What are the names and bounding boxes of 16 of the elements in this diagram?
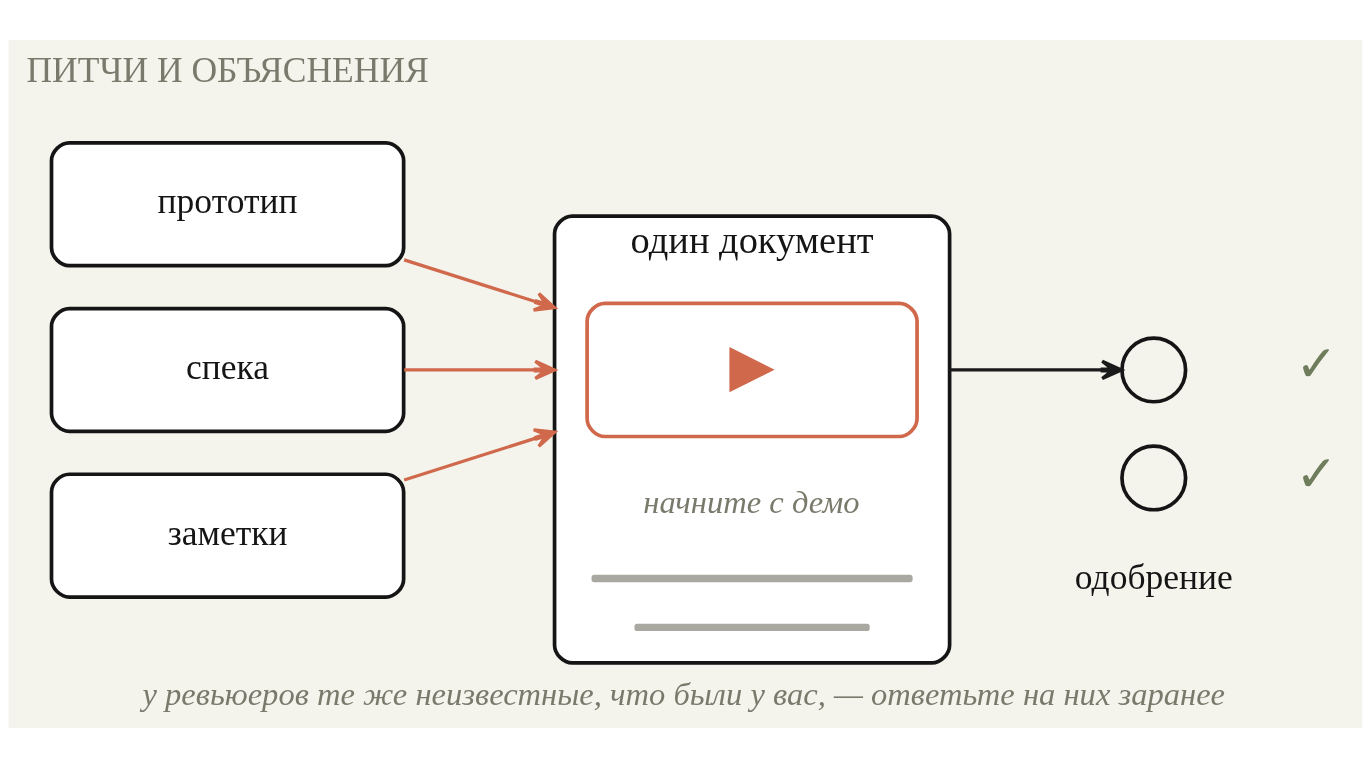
arrow <box>403 428 557 482</box>
node-box: ▶ <box>585 301 919 439</box>
arrow <box>949 359 1124 381</box>
node-label: начните с демо <box>643 483 860 520</box>
label: одобрение <box>1074 557 1233 598</box>
node-person <box>1120 336 1188 404</box>
node-label: ✓ <box>1295 334 1338 394</box>
node-person <box>1120 444 1188 512</box>
diagram-title: ПИТЧИ И ОБЪЯСНЕНИЯ <box>26 49 429 90</box>
arrow <box>404 359 557 381</box>
caption: у ревьюеров те же неизвестные, что были у вас, — ответьте на них заранее <box>142 676 1226 713</box>
node-box: спека <box>49 306 406 434</box>
node-box: прототип <box>49 141 406 268</box>
node-box: заметки <box>49 472 406 599</box>
arrow <box>403 258 557 312</box>
node-label: ✓ <box>1295 443 1338 503</box>
